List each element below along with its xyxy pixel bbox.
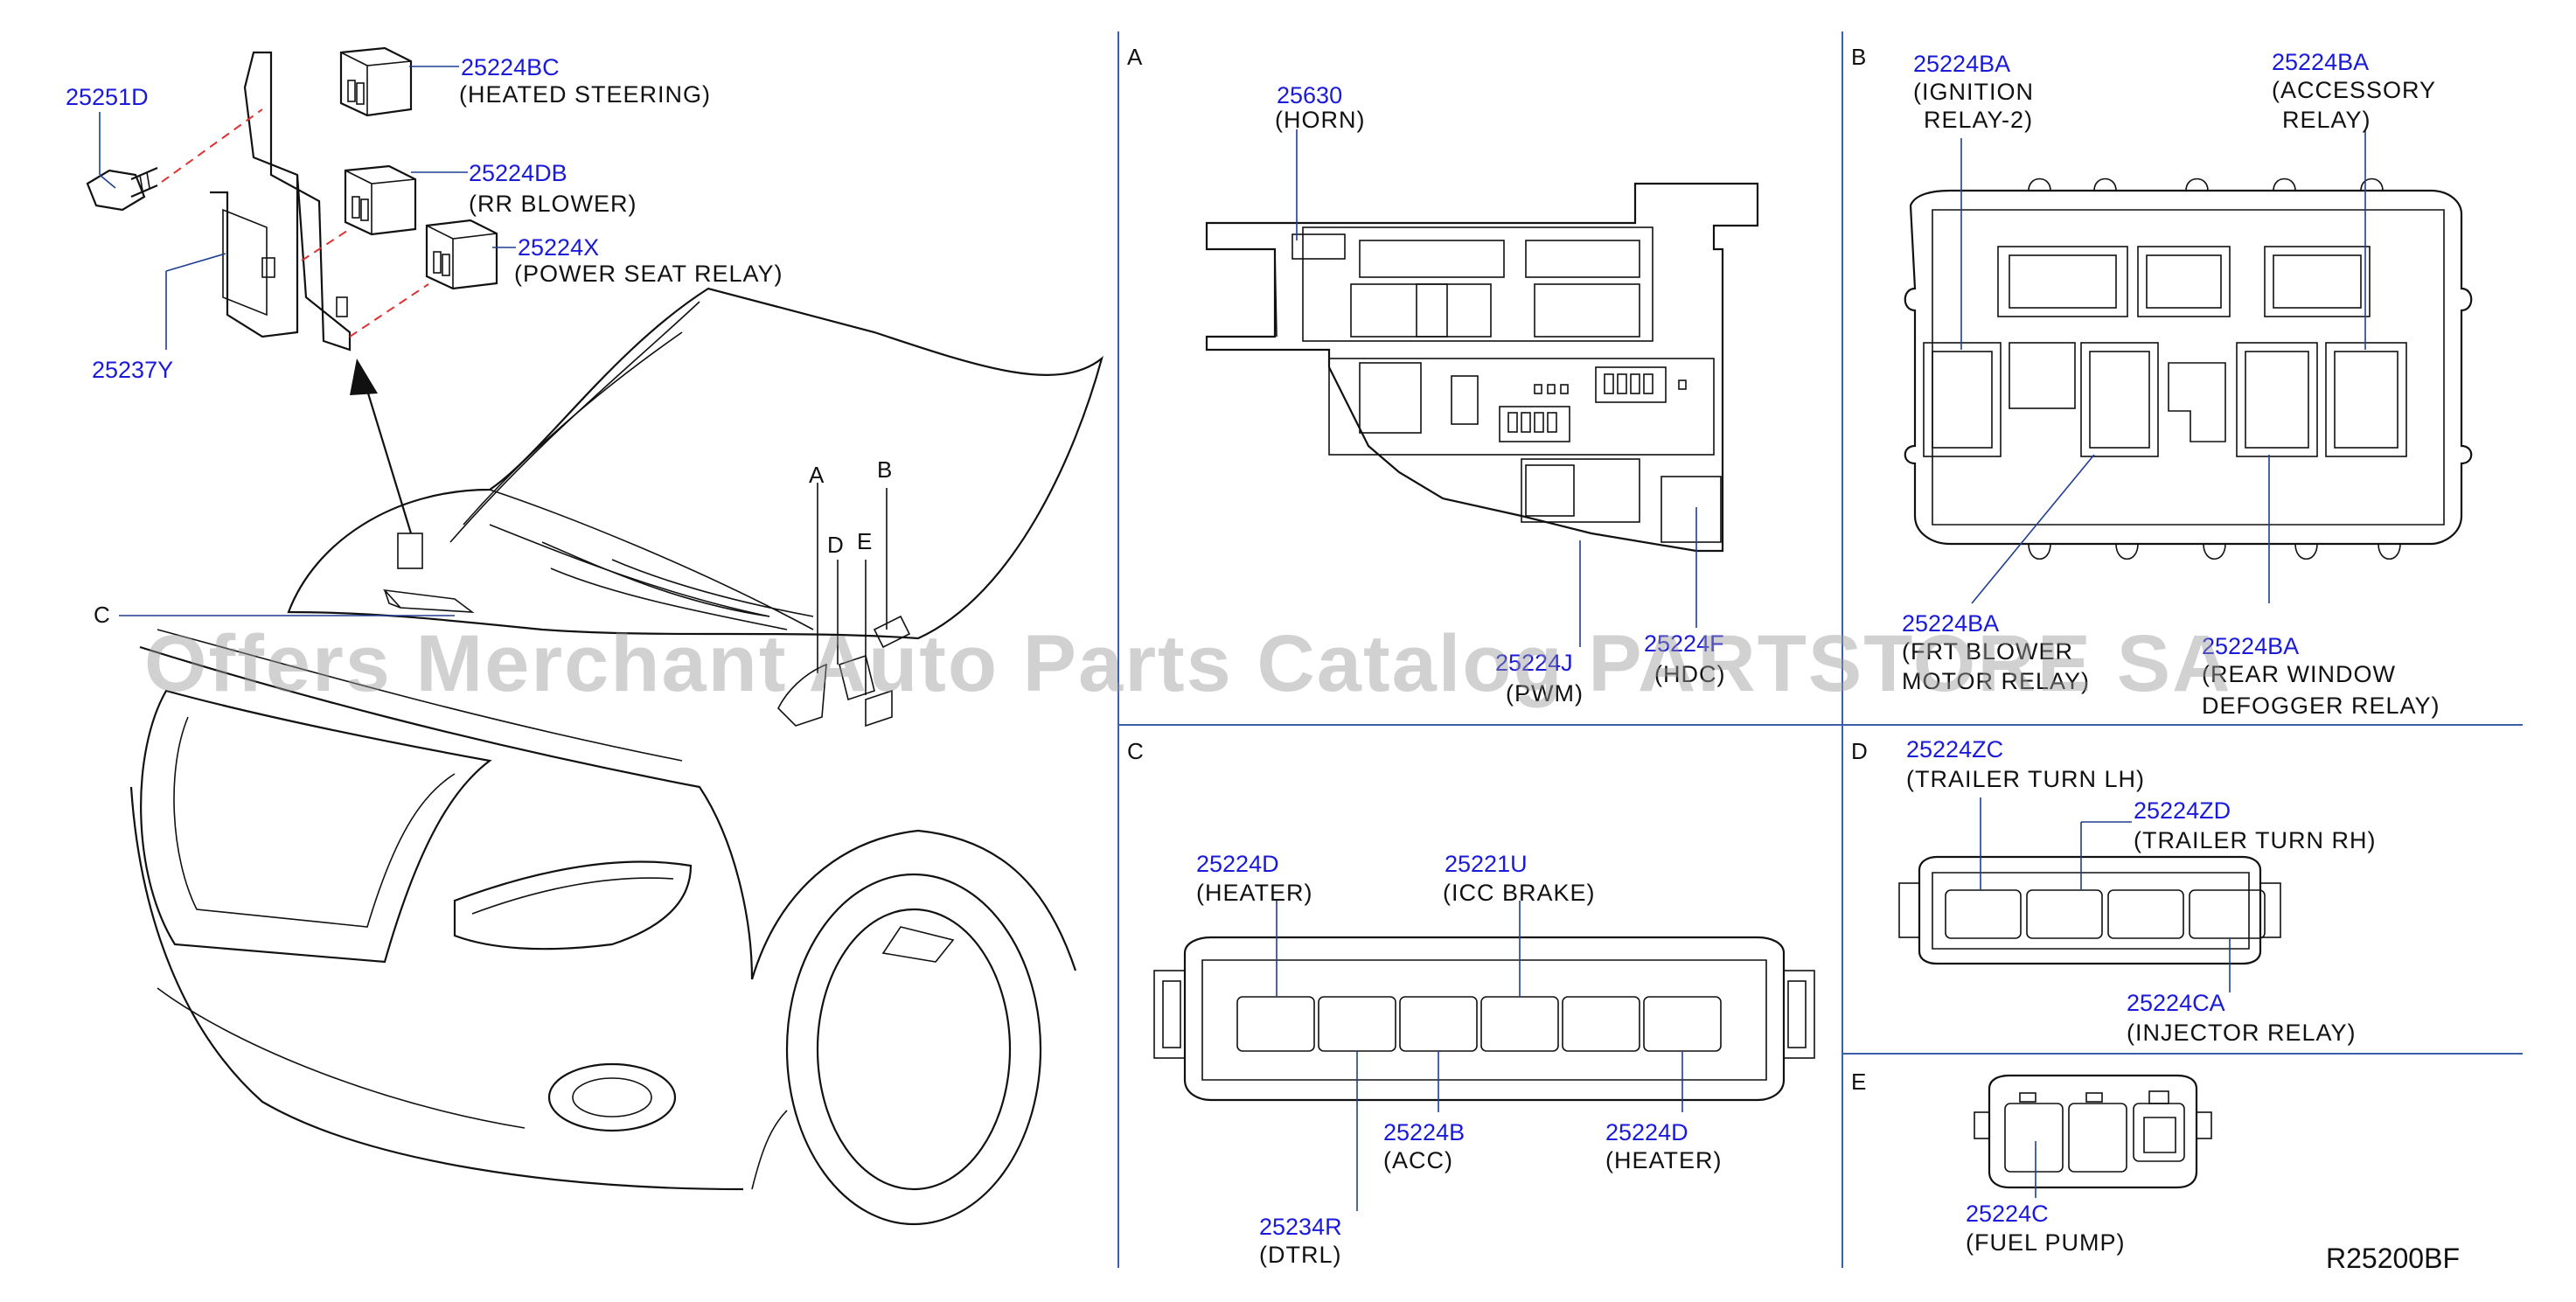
part-desc-ignition-1: (IGNITION [1913, 79, 2034, 105]
diagram-reference-code: R25200BF [2326, 1243, 2460, 1274]
callout-letter-c: C [94, 602, 110, 628]
part-desc-heater-2: (HEATER) [1605, 1147, 1723, 1173]
part-desc-fuel-pump: (FUEL PUMP) [1966, 1229, 2126, 1256]
part-number-25224D-heater-2: 25224D [1605, 1119, 1688, 1145]
part-desc-rr-blower: (RR BLOWER) [469, 191, 637, 217]
part-desc-hdc: (HDC) [1654, 661, 1725, 687]
part-number-25224BA-blower: 25224BA [1902, 610, 1999, 637]
part-desc-ignition-2: RELAY-2) [1924, 107, 2033, 133]
part-desc-defogger-2: DEFOGGER RELAY) [2202, 693, 2440, 719]
watermark-text: Offers Merchant Auto Parts Catalog PARTS… [144, 619, 2232, 708]
part-number-25224F: 25224F [1644, 630, 1724, 657]
part-desc-acc: (ACC) [1383, 1147, 1453, 1173]
panel-letter-c: C [1127, 738, 1144, 764]
part-number-25224ZD: 25224ZD [2134, 797, 2231, 824]
panel-b: B 25224BA (IGNITION RELAY-2) [1851, 44, 2473, 719]
part-number-25237Y: 25237Y [92, 357, 173, 383]
part-desc-horn: (HORN) [1275, 107, 1365, 133]
callout-letter-d: D [827, 532, 844, 558]
front-grille-outline [140, 689, 492, 964]
relay-bracket-25237Y [243, 51, 352, 352]
hood-outline [287, 287, 1104, 640]
relay-25224BC [339, 46, 413, 117]
part-number-25224CA: 25224CA [2127, 990, 2225, 1016]
part-number-25224C: 25224C [1966, 1201, 2049, 1227]
part-number-25224D-heater-1: 25224D [1196, 851, 1279, 877]
panel-dividers [1117, 31, 2523, 1268]
relay-25224X [425, 219, 498, 290]
fog-light [547, 1062, 677, 1132]
part-desc-accessory-2: RELAY) [2282, 107, 2371, 133]
part-number-25224BA-ignition: 25224BA [1913, 51, 2010, 77]
part-number-25224DB: 25224DB [469, 160, 567, 186]
part-number-25221U: 25221U [1445, 851, 1528, 877]
part-number-25224BA-accessory: 25224BA [2272, 49, 2369, 75]
part-number-25224B: 25224B [1383, 1119, 1465, 1145]
callout-letter-e: E [857, 528, 872, 554]
part-number-25234R: 25234R [1259, 1214, 1342, 1240]
part-desc-power-seat-relay: (POWER SEAT RELAY) [514, 261, 783, 287]
callout-letter-a: A [809, 462, 825, 488]
panel-letter-e: E [1851, 1069, 1866, 1095]
part-desc-blower-1: (FRT BLOWER [1902, 638, 2073, 665]
part-desc-dtrl: (DTRL) [1259, 1242, 1342, 1268]
panel-c: C 25224D (HEATER) 25221U (ICC BRAKE) 252… [1127, 738, 1815, 1268]
part-number-25224J: 25224J [1495, 650, 1573, 676]
bolt-25251D [86, 166, 158, 212]
callout-letter-b: B [877, 456, 892, 483]
part-number-25630: 25630 [1277, 82, 1342, 108]
front-wheel [785, 873, 1042, 1226]
part-desc-defogger-1: (REAR WINDOW [2202, 661, 2396, 687]
part-desc-icc-brake: (ICC BRAKE) [1443, 880, 1596, 906]
panel-e: E 25224C (FUEL PUMP) [1851, 1069, 2212, 1256]
vehicle-overview [86, 46, 1104, 1226]
overview-labels: A B C D E 25251D 25237Y 25224BC (HEATED … [66, 54, 892, 628]
panel-letter-a: A [1127, 44, 1143, 70]
part-desc-pwm: (PWM) [1506, 680, 1584, 707]
part-desc-injector-relay: (INJECTOR RELAY) [2127, 1020, 2357, 1046]
part-number-25224BC: 25224BC [461, 54, 560, 80]
part-desc-trailer-turn-lh: (TRAILER TURN LH) [1906, 766, 2145, 792]
part-number-25224BA-defogger: 25224BA [2202, 633, 2299, 659]
part-number-25251D: 25251D [66, 84, 149, 110]
part-desc-heated-steering: (HEATED STEERING) [459, 81, 711, 108]
part-desc-blower-2: MOTOR RELAY) [1902, 668, 2090, 694]
panel-d: D 25224ZC (TRAILER TURN LH) 25224ZD (TRA… [1851, 736, 2377, 1046]
part-desc-accessory-1: (ACCESSORY [2272, 77, 2436, 103]
part-desc-heater-1: (HEATER) [1196, 880, 1313, 906]
overview-leaders [99, 66, 888, 695]
part-desc-trailer-turn-rh: (TRAILER TURN RH) [2134, 827, 2377, 853]
panel-letter-d: D [1851, 738, 1868, 764]
part-number-25224X: 25224X [518, 234, 599, 261]
relay-25224DB [344, 164, 417, 236]
headlight-outline [453, 860, 693, 950]
part-number-25224ZC: 25224ZC [1906, 736, 2003, 762]
panel-a: A 25630 (HORN) [1127, 44, 1759, 707]
panel-letter-b: B [1851, 44, 1866, 70]
